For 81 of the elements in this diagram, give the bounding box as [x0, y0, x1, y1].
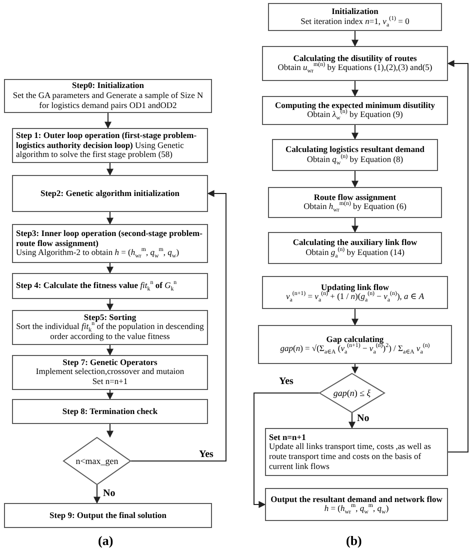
- arrow: [352, 80, 358, 97]
- step-description: Obtain q$_{w}$$^{(n)}$ by Equation (8): [306, 154, 404, 165]
- condition-text: gap(n) ≤ ξ: [333, 388, 371, 398]
- panel-label: (a): [98, 533, 114, 549]
- decision-diamond: [319, 373, 385, 413]
- step-title: Set n=n+1: [269, 432, 307, 442]
- step-description: Sort the individual fit$_{k}$$^{n}$ of the population in descending order according to the value fitness: [16, 322, 204, 342]
- arrow: [447, 60, 468, 452]
- arrow: [106, 212, 114, 225]
- step-title: Step3: Inner loop operation (second-stage problem-route flow assignment): [16, 229, 204, 248]
- edge-label: No: [356, 414, 370, 424]
- arrow: [348, 412, 356, 429]
- step-title: Output the resultant demand and network flow: [270, 494, 442, 504]
- step-title: Step 8: Termination check: [62, 406, 158, 416]
- step-description: Update all links transport time, costs ,as well as route transport time and costs on the basis of current link flows: [269, 442, 432, 472]
- step-title: Calculating the auxiliary link flow: [292, 238, 418, 248]
- step-title: Step2: Genetic algorithm initialization: [40, 188, 180, 198]
- process-box: [268, 3, 442, 31]
- step-description: Obtain g$_{a}$$^{(n)}$ by Equation (14): [306, 248, 404, 258]
- step-description: Obtain u$_{wr}$$^{m(n)}$ by Equations (1),(2),(3) and(5): [278, 63, 432, 74]
- process-box: [262, 276, 448, 309]
- process-box: [12, 273, 208, 299]
- arrow: [352, 308, 358, 326]
- edge-label: Yes: [198, 450, 214, 460]
- step-description: Set the GA parameters and Generate a sample of Size N for logistics demand pairs OD1 andOD2: [12, 90, 204, 111]
- process-box: [258, 325, 452, 364]
- arrow: [94, 484, 100, 504]
- step-title: Computing the expected minimum disutility: [274, 100, 436, 110]
- process-box: [4, 79, 212, 113]
- arrow: [352, 124, 358, 140]
- process-box: [12, 224, 208, 263]
- step-title: Initialization: [332, 7, 378, 17]
- step-title: Calculating the disutility of routes: [293, 54, 417, 63]
- arrow: [106, 262, 114, 274]
- step-description: Using Algorithm-2 to obtain h = (h$_{wr}$$^{m}$, q$_{w}$$^{m}$, q$_{w}$): [16, 248, 180, 258]
- step-description: Set n=n+1: [92, 377, 128, 388]
- step-title: Step 9: Output the final solution: [50, 510, 166, 520]
- process-box: [268, 232, 442, 264]
- process-box: [12, 355, 208, 390]
- step-description: v$_{a}$$^{(n+1)}$ = v$_{a}$$^{(n)}$ + (1 / n)(g$_{a}$$^{(n)}$ − v$_{a}$$^{(n)}$), a ∈ A: [286, 292, 424, 302]
- edge-label: No: [102, 489, 116, 499]
- step-title: Step 7: Genetic Operators: [62, 358, 158, 368]
- edge-label: Yes: [278, 377, 294, 387]
- arrow: [352, 218, 358, 233]
- arrow: [352, 30, 358, 47]
- condition-text: n<max_gen: [76, 456, 118, 466]
- step-description: Obtain λ$_{w}$$^{(n)}$ by Equation (9): [307, 110, 403, 120]
- step-title: Step0: Initialization: [72, 81, 144, 91]
- arrow: [106, 424, 114, 438]
- arrow: [352, 170, 358, 188]
- process-box: [4, 503, 212, 528]
- arrow: [130, 190, 226, 462]
- step-description: h = (h$_{wr}$$^{m}$, q$_{w}$$^{m}$, q$_{w}$): [324, 504, 389, 514]
- step-title: Route flow assignment: [314, 192, 396, 202]
- process-box: [262, 96, 448, 125]
- arrow: [254, 392, 320, 508]
- arrow: [104, 112, 112, 129]
- step-description: Set iteration index n=1, v$_{a}$$^{(1)}$ = 0: [300, 16, 410, 27]
- process-box: [12, 128, 208, 163]
- panel-label: (b): [346, 533, 362, 549]
- process-box: [12, 310, 208, 345]
- step-title: Gap calculating: [326, 334, 384, 344]
- step-title: Step5: Sorting: [84, 312, 136, 322]
- process-box: [265, 428, 448, 476]
- process-box: [272, 139, 438, 171]
- step-description: Step 1: Outer loop operation (first-stage problem-logistics authority decision loop) Using Genetic algorithm to solve the first stage problem (58): [16, 130, 198, 160]
- process-box: [12, 399, 208, 424]
- step-description: Obtain h$_{wr}$$^{m(n)}$ by Equation (6): [304, 202, 406, 212]
- step-description: Implement selection,crossover and mutaion: [36, 367, 184, 378]
- arrow: [106, 344, 114, 356]
- process-box: [265, 488, 448, 521]
- arrow: [106, 162, 114, 176]
- process-box: [12, 175, 208, 212]
- arrow: [106, 390, 114, 400]
- step-title: Updating link flow: [320, 282, 390, 292]
- decision-diamond: [63, 437, 131, 485]
- process-box: [262, 46, 448, 81]
- process-box: [268, 187, 442, 218]
- arrow: [352, 364, 358, 374]
- step-title: Calculating logistics resultant demand: [286, 145, 424, 154]
- arrow: [106, 298, 114, 311]
